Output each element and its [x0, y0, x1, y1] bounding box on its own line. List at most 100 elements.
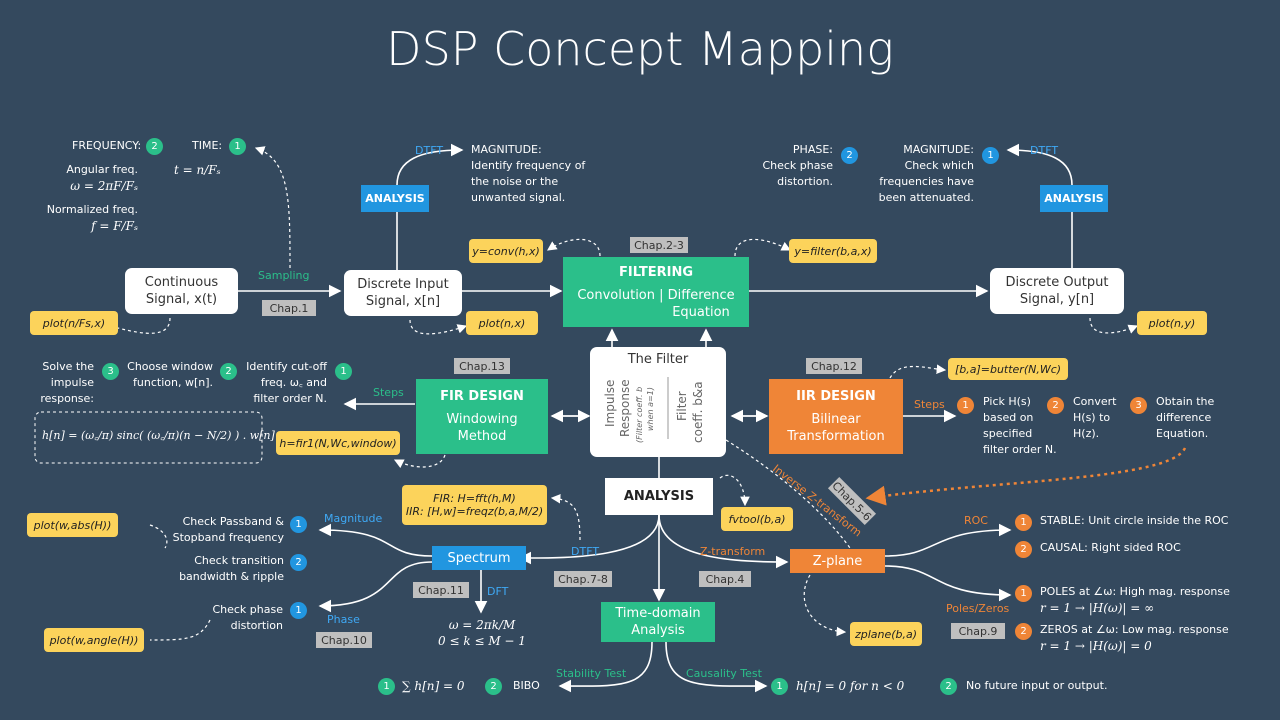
caus-eq: h[n] = 0 for n < 0: [796, 679, 905, 693]
fir-s2a: Choose window: [127, 360, 213, 373]
zp-zeros2: r = 1 → |H(ω)| = 0: [1040, 639, 1152, 653]
code-butter[interactable]: [b,a]=butter(N,Wc): [948, 358, 1068, 380]
angular-freq-eq: ω = 2πF/Fₛ: [70, 179, 138, 193]
mag-in-1: MAGNITUDE:: [471, 143, 542, 156]
discrete-output-node[interactable]: Discrete Output Signal, y[n]: [990, 268, 1124, 314]
analysis-output-box[interactable]: ANALYSIS: [1040, 185, 1108, 212]
filter-right-1: Filter: [675, 391, 689, 421]
fir-s1b: freq. ω꜀ and: [260, 376, 327, 389]
normalized-freq-label: Normalized freq.: [46, 203, 138, 216]
fir-step2-badge: 2: [220, 363, 237, 380]
code-freqz-line: IIR: [H,w]=freqz(b,a,M/2): [405, 505, 544, 518]
code-plot-fs[interactable]: plot(n/Fs,x): [30, 311, 118, 335]
iir-s1c: specified: [983, 427, 1033, 440]
filter-left-4: when a=1): [646, 387, 655, 431]
continuous-line1: Continuous: [144, 275, 219, 290]
code-filter[interactable]: y=filter(b,a,x): [789, 239, 877, 263]
the-filter-node[interactable]: The Filter: [590, 347, 726, 457]
steps-right-label: Steps: [914, 398, 945, 411]
spec-mag-badge-1: 1: [290, 516, 307, 533]
stab-badge-1: 1: [378, 678, 395, 695]
dft-eq1: ω = 2πk/M: [448, 618, 516, 632]
stab-bibo: BIBO: [513, 679, 540, 692]
frequency-badge: 2: [146, 138, 163, 155]
spec-phase2: distortion: [230, 619, 283, 632]
chap-12: Chap.12: [806, 358, 862, 374]
filtering-title: FILTERING: [619, 264, 693, 280]
code-fft-freqz[interactable]: FIR: H=fft(h,M) IIR: [H,w]=freqz(b,a,M/2…: [402, 485, 547, 525]
roc-label: ROC: [964, 514, 988, 527]
spec-trans1: Check transition: [194, 554, 284, 567]
chap-1: Chap.1: [262, 300, 316, 316]
iir-s2a: Convert: [1073, 395, 1117, 408]
analysis-center-node[interactable]: ANALYSIS: [605, 478, 713, 515]
zplane-node[interactable]: Z-plane: [790, 549, 885, 573]
filter-left-1: Impulse: [603, 380, 617, 427]
zp-causal: CAUSAL: Right sided ROC: [1040, 541, 1181, 554]
iir-s3b: difference: [1156, 411, 1212, 424]
the-filter-vertical-text: Impulse Response (Filter coeff. b when a…: [603, 377, 705, 443]
filter-left-3: (Filter coeff. b: [635, 387, 644, 443]
spectrum-node[interactable]: Spectrum: [432, 546, 526, 570]
stab-sum: ∑ h[n] = 0: [402, 679, 465, 693]
time-domain-line2: Analysis: [631, 623, 685, 638]
iir-s3a: Obtain the: [1156, 395, 1215, 408]
continuous-line2: Signal, x(t): [145, 292, 218, 307]
iir-step1-badge: 1: [957, 397, 974, 414]
filtering-node[interactable]: FILTERING Convolution | Difference Equat…: [563, 257, 749, 327]
magnitude-label: Magnitude: [324, 512, 383, 525]
mag-out-badge: 1: [982, 147, 999, 164]
chap-4: Chap.4: [699, 571, 751, 587]
fir-design-node[interactable]: FIR DESIGN Windowing Method: [416, 379, 548, 454]
spec-pass1: Check Passband &: [182, 515, 284, 528]
iir-step2-badge: 2: [1047, 397, 1064, 414]
iir-line1: Bilinear: [811, 412, 861, 427]
sampling-label: Sampling: [258, 269, 310, 282]
chap-11: Chap.11: [413, 582, 469, 598]
spec-phase-badge: 1: [290, 602, 307, 619]
iir-design-node[interactable]: IIR DESIGN Bilinear Transformation: [769, 379, 903, 454]
code-plot-nx[interactable]: plot(n,x): [466, 311, 538, 335]
phase-1: PHASE:: [792, 143, 833, 156]
fir-line2: Method: [457, 429, 507, 444]
fir-s3c: response:: [40, 392, 94, 405]
causality-label: Causality Test: [686, 667, 762, 680]
phase-badge: 2: [841, 147, 858, 164]
mag-out-3: frequencies have: [879, 175, 974, 188]
spec-trans2: bandwidth & ripple: [179, 570, 284, 583]
normalized-freq-eq: f = F/Fₛ: [91, 219, 138, 233]
iir-line2: Transformation: [787, 429, 885, 444]
mag-in-2: Identify frequency of: [471, 159, 586, 172]
steps-left-label: Steps: [373, 386, 404, 399]
filtering-line1: Convolution | Difference: [577, 287, 735, 303]
code-fir1[interactable]: h=fir1(N,Wc,window): [276, 431, 400, 455]
phase-2: Check phase: [762, 159, 833, 172]
zp-zeros1: ZEROS at ∠ω: Low mag. response: [1040, 623, 1229, 636]
time-domain-node[interactable]: Time-domain Analysis: [601, 602, 715, 642]
discrete-input-line2: Signal, x[n]: [365, 294, 441, 309]
chap-2-3: Chap.2-3: [630, 237, 688, 253]
filter-left-2: Response: [618, 379, 632, 437]
code-zplane[interactable]: zplane(b,a): [850, 622, 922, 646]
discrete-input-node[interactable]: Discrete Input Signal, x[n]: [344, 270, 462, 316]
analysis-input-box[interactable]: ANALYSIS: [361, 185, 429, 212]
code-plot-abs[interactable]: plot(w,abs(H)): [27, 513, 118, 537]
fir-step3-badge: 3: [102, 363, 119, 380]
code-fvtool[interactable]: fvtool(b,a): [721, 507, 793, 531]
formula-box: [34, 411, 263, 464]
spec-pass2: Stopband frequency: [172, 531, 284, 544]
fir-s3a: Solve the: [42, 360, 94, 373]
spec-phase1: Check phase: [212, 603, 283, 616]
discrete-output-line2: Signal, y[n]: [1019, 292, 1095, 307]
fir-step1-badge: 1: [335, 363, 352, 380]
code-conv[interactable]: y=conv(h,x): [469, 239, 543, 263]
continuous-signal-node[interactable]: Continuous Signal, x(t): [125, 268, 238, 314]
zp-stable: STABLE: Unit circle inside the ROC: [1040, 514, 1229, 527]
iir-s1a: Pick H(s): [983, 395, 1031, 408]
code-plot-angle[interactable]: plot(w,angle(H)): [44, 628, 144, 652]
code-fft-line: FIR: H=fft(h,M): [433, 492, 516, 505]
code-plot-ny[interactable]: plot(n,y): [1137, 311, 1207, 335]
caus-badge-2: 2: [940, 678, 957, 695]
mag-in-4: unwanted signal.: [471, 191, 566, 204]
fir-s3b: impulse: [50, 376, 94, 389]
